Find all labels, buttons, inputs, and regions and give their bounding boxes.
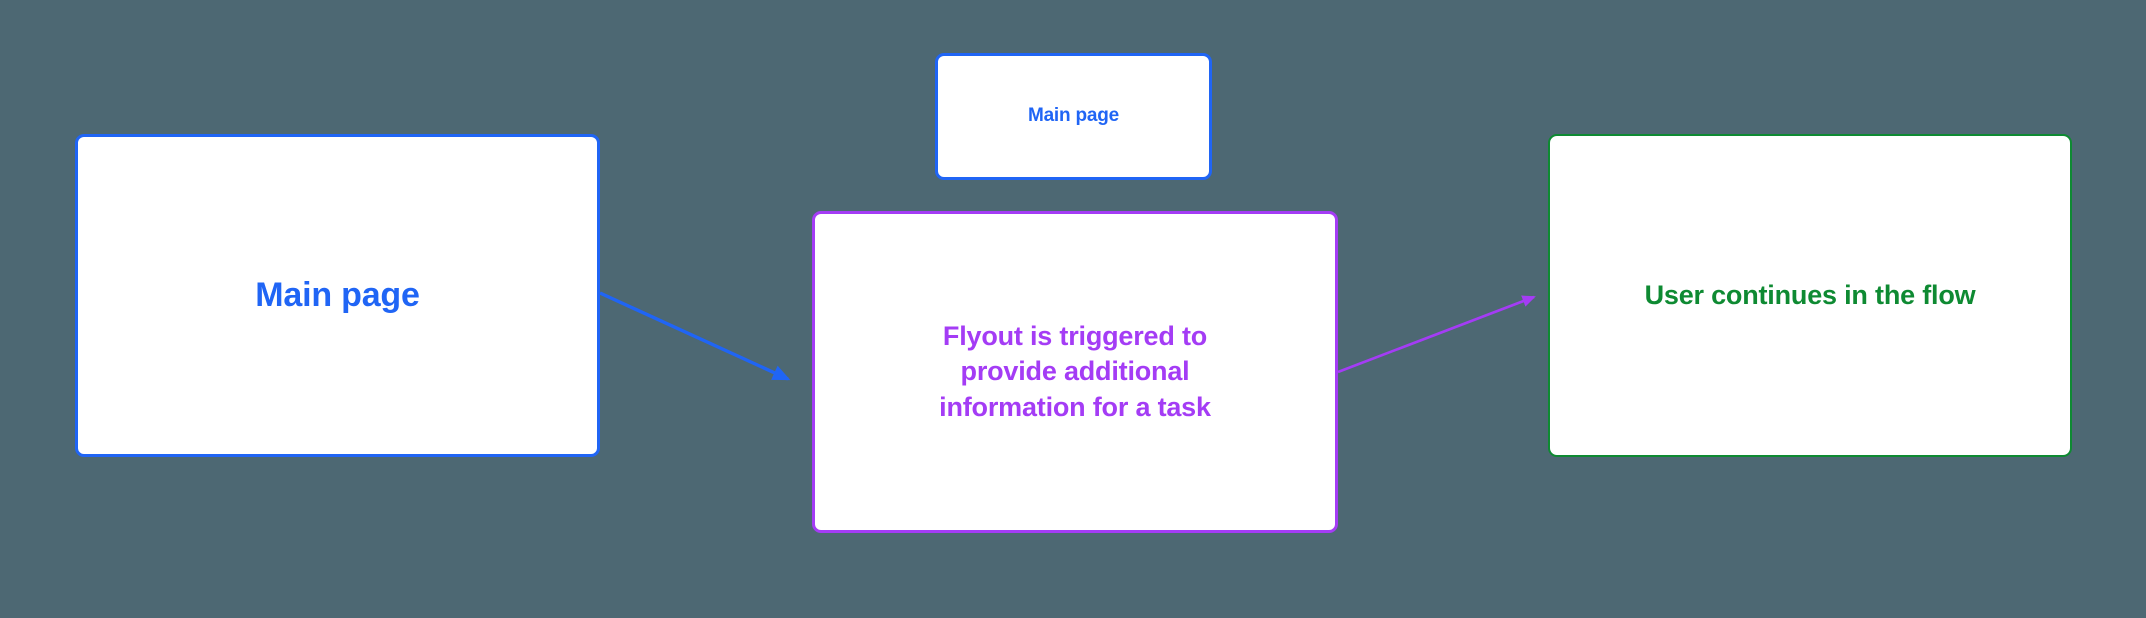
node-flyout[interactable]: Flyout is triggered to provide additiona…	[812, 211, 1338, 533]
node-main-page-label: Main page	[255, 275, 420, 314]
node-main-page[interactable]: Main page	[75, 134, 600, 457]
node-flyout-label: Flyout is triggered to provide additiona…	[939, 320, 1211, 422]
node-outcome-label: User continues in the flow	[1644, 280, 1976, 311]
connector-main-page-to-flyout	[599, 291, 791, 381]
node-main-page-small[interactable]: Main page	[935, 53, 1212, 180]
node-outcome[interactable]: User continues in the flow	[1548, 134, 2072, 457]
node-main-page-small-label: Main page	[1027, 105, 1120, 127]
connector-flyout-to-outcome	[1337, 295, 1536, 374]
